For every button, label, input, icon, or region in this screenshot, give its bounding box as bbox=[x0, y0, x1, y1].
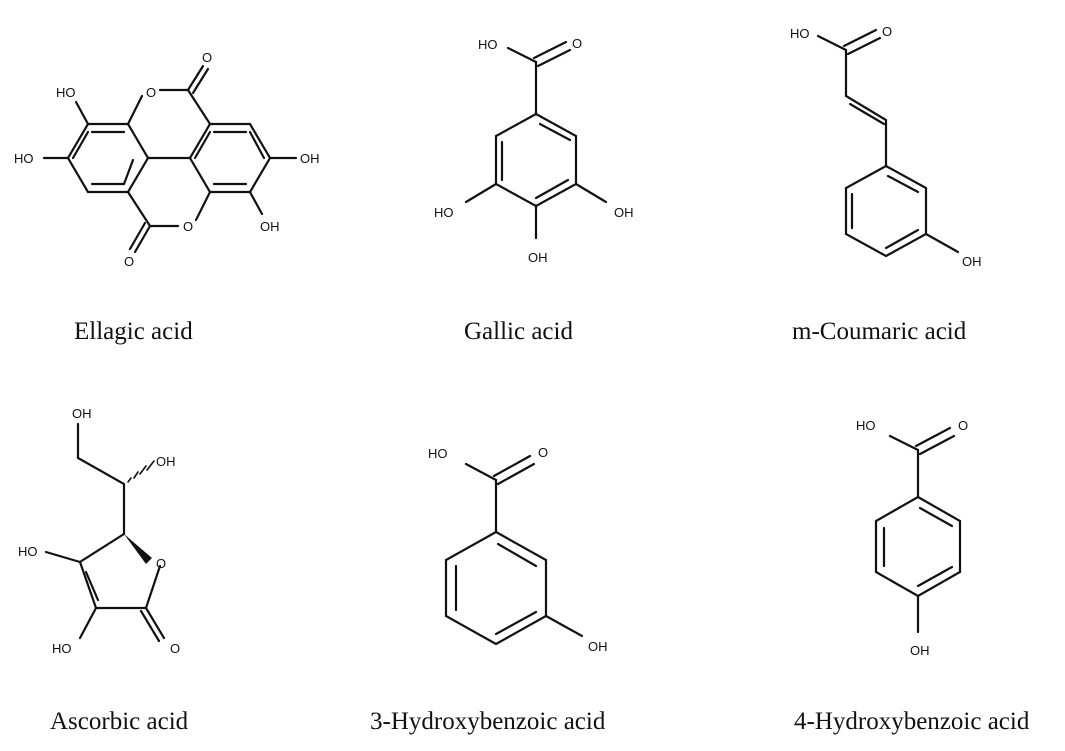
atom-label: OH bbox=[962, 254, 982, 269]
compound-name-m-coumaric-acid: m-Coumaric acid bbox=[792, 318, 967, 345]
atom-label: OH bbox=[260, 219, 280, 234]
compound-name-gallic-acid: Gallic acid bbox=[464, 318, 573, 345]
atom-label: OH bbox=[156, 454, 176, 469]
atom-label: O bbox=[572, 36, 582, 51]
ascorbic-acid-structure bbox=[44, 422, 166, 643]
atom-label: HO bbox=[14, 151, 34, 166]
m-coumaric-acid-structure bbox=[816, 28, 960, 258]
atom-label: O bbox=[882, 24, 892, 39]
atom-label: O bbox=[538, 445, 548, 460]
atom-label: HO bbox=[790, 26, 810, 41]
atom-label: OH bbox=[614, 205, 634, 220]
atom-label: HO bbox=[428, 446, 448, 461]
compound-name-3-hydroxybenzoic-acid: 3-Hydroxybenzoic acid bbox=[370, 708, 606, 735]
atom-label: HO bbox=[856, 418, 876, 433]
atom-label: HO bbox=[478, 37, 498, 52]
atom-label: OH bbox=[72, 406, 92, 421]
ellagic-acid-structure bbox=[42, 64, 298, 254]
atom-label: OH bbox=[528, 250, 548, 265]
atom-label: OH bbox=[910, 643, 930, 658]
compound-name-ascorbic-acid: Ascorbic acid bbox=[50, 708, 189, 735]
compound-name-ellagic-acid: Ellagic acid bbox=[74, 318, 193, 345]
atom-label: O bbox=[183, 219, 193, 234]
atom-label: HO bbox=[18, 544, 38, 559]
atom-label: HO bbox=[52, 641, 72, 656]
atom-label: O bbox=[958, 418, 968, 433]
atom-label: OH bbox=[300, 151, 320, 166]
atom-label: O bbox=[170, 641, 180, 656]
atom-label: O bbox=[202, 50, 212, 65]
gallic-acid-structure bbox=[464, 40, 608, 240]
atom-label: O bbox=[146, 85, 156, 100]
4-hydroxybenzoic-acid-structure bbox=[874, 426, 962, 634]
compound-name-4-hydroxybenzoic-acid: 4-Hydroxybenzoic acid bbox=[794, 708, 1030, 735]
atom-label: HO bbox=[434, 205, 454, 220]
3-hydroxybenzoic-acid-structure bbox=[444, 454, 584, 646]
atom-label: HO bbox=[56, 85, 76, 100]
atom-label: O bbox=[124, 254, 134, 269]
atom-label: OH bbox=[588, 639, 608, 654]
atom-label: O bbox=[156, 556, 166, 571]
